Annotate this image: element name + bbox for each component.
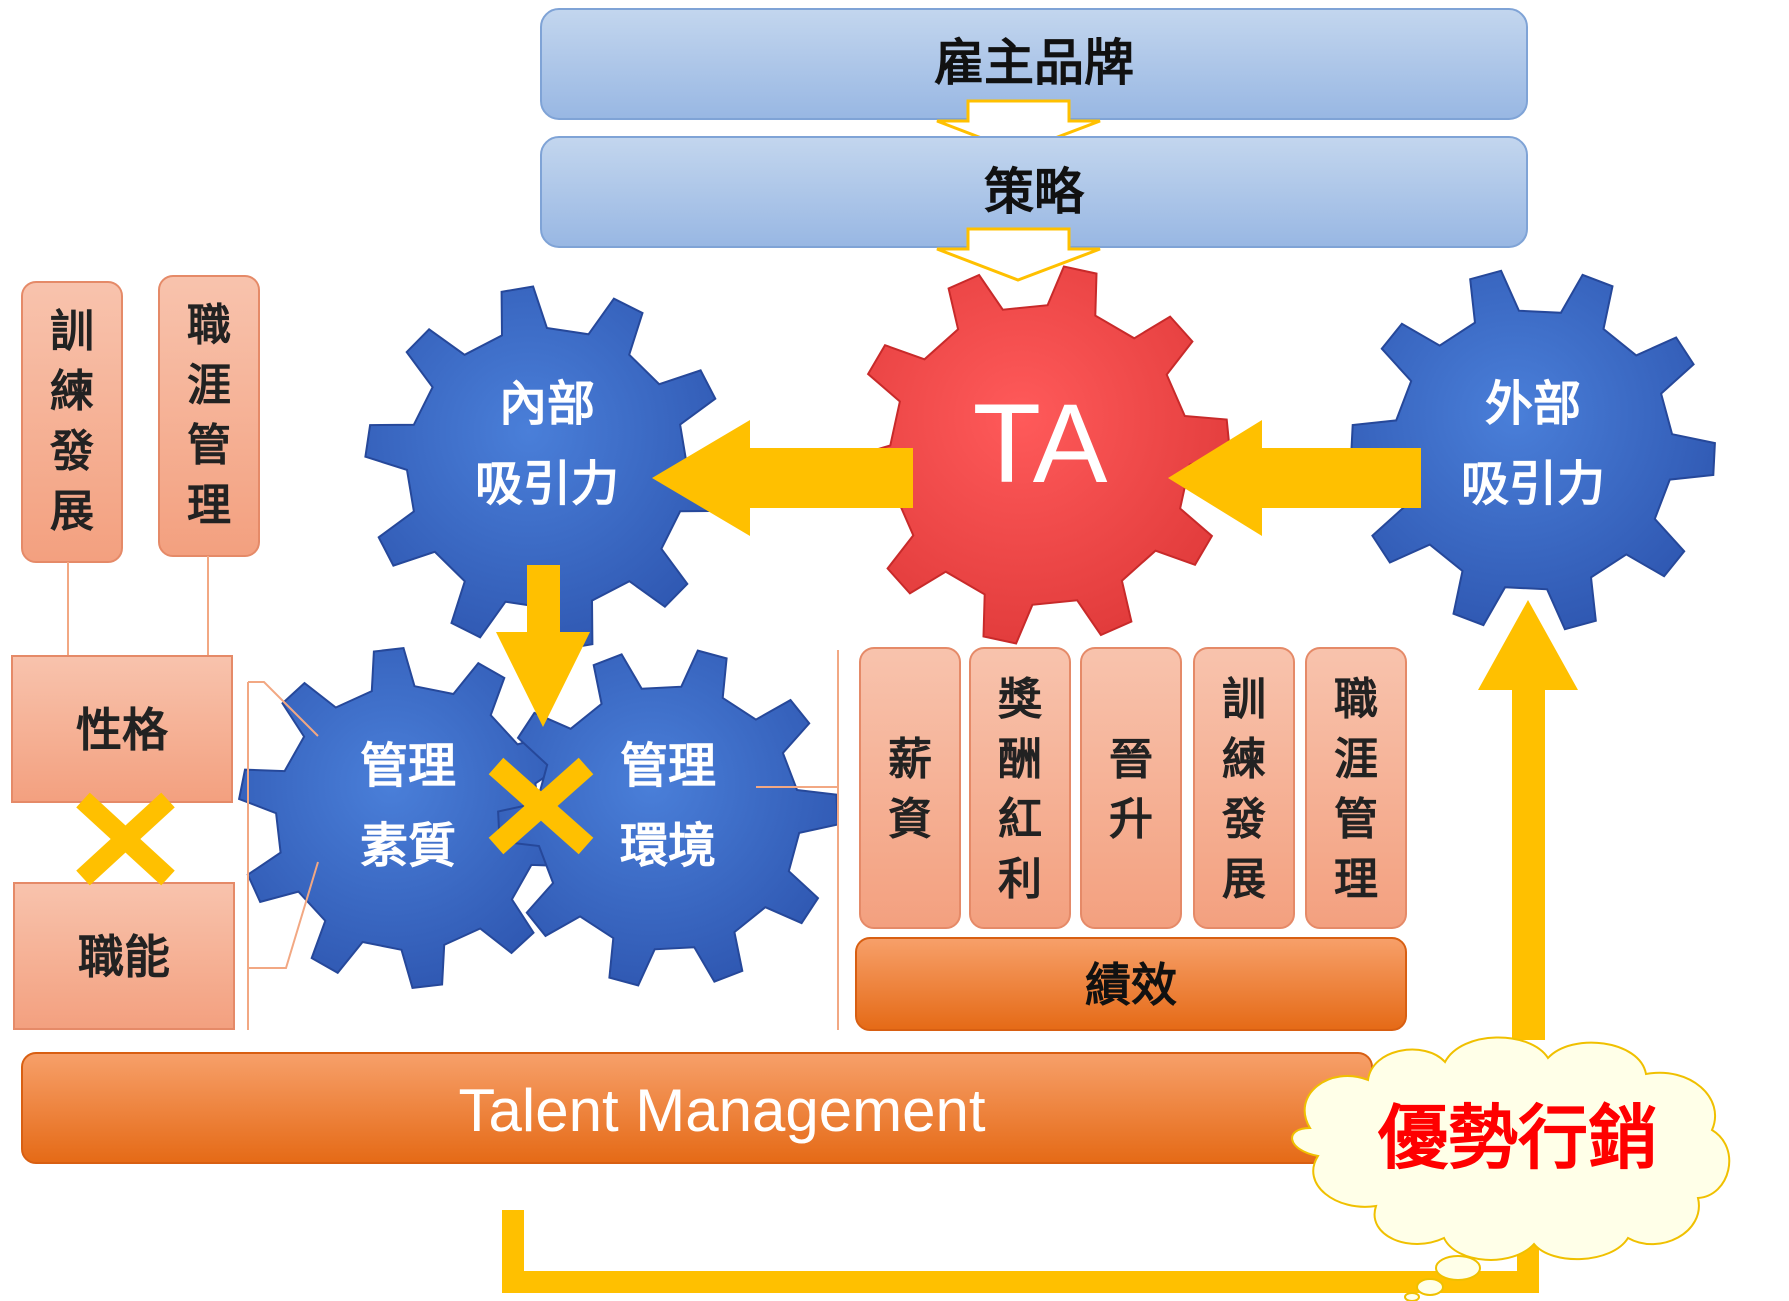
marketing-up-arrow — [1478, 600, 1578, 1040]
personality-label: 性格 — [76, 703, 169, 757]
right-panel: 薪資 獎酬紅利 晉升 訓練發展 職涯管理 績效 — [756, 647, 1407, 1031]
mgmt-env-line1: 管理 — [620, 738, 716, 794]
right-item-box — [1193, 647, 1295, 929]
right-item-label: 獎酬紅利 — [998, 674, 1043, 905]
strategy-label: 策略 — [984, 163, 1085, 221]
right-item-label: 訓練發展 — [1221, 674, 1266, 905]
competency-box — [13, 882, 235, 1030]
competency-label: 職能 — [78, 930, 170, 984]
training-label: 訓練發展 — [49, 306, 94, 537]
strategy-bar: 策略 — [540, 136, 1528, 248]
right-item-box — [859, 647, 961, 929]
ta-gear-label: TA — [973, 381, 1108, 506]
right-item-box — [1305, 647, 1407, 929]
personality-box — [11, 655, 233, 803]
internal-gear-line2: 吸引力 — [475, 456, 619, 512]
right-item-label: 職涯管理 — [1334, 674, 1378, 905]
personality-competency-multiply-icon — [76, 792, 175, 886]
internal-gear-line1: 內部 — [499, 376, 595, 432]
performance-label: 績效 — [1085, 958, 1177, 1012]
employer-brand-label: 雇主品牌 — [934, 34, 1134, 92]
career-label: 職涯管理 — [187, 300, 231, 531]
employer-brand-bar: 雇主品牌 — [540, 8, 1528, 120]
left-panel: 訓練發展 職涯管理 性格 職能 — [11, 275, 319, 1030]
mgmt-quality-line1: 管理 — [360, 738, 456, 794]
marketing-label: 優勢行銷 — [1377, 1097, 1658, 1179]
mgmt-env-gear-icon — [497, 649, 839, 987]
internal-down-arrow — [496, 565, 590, 727]
training-box — [21, 281, 123, 563]
internal-gear-icon — [364, 285, 730, 651]
external-gear-line2: 吸引力 — [1461, 456, 1605, 512]
right-item-label: 晉升 — [1109, 734, 1153, 845]
strategy-to-ta-arrow — [936, 227, 1101, 282]
right-item-box — [969, 647, 1071, 929]
talent-management-label: Talent Management — [459, 1077, 986, 1144]
marketing-cloud: 優勢行銷 — [1291, 1036, 1731, 1301]
external-to-ta-arrow — [1168, 420, 1421, 536]
talent-management-bar: Talent Management — [21, 1052, 1373, 1164]
ta-to-internal-arrow — [652, 420, 913, 536]
mgmt-quality-gear-icon — [237, 647, 579, 989]
gear-multiply-icon — [488, 757, 594, 855]
performance-bar — [855, 937, 1407, 1031]
right-item-label: 薪資 — [888, 734, 932, 845]
mgmt-quality-line2: 素質 — [360, 818, 456, 874]
mgmt-env-line2: 環境 — [620, 818, 716, 874]
external-gear-line1: 外部 — [1485, 376, 1581, 432]
right-item-box — [1080, 647, 1182, 929]
